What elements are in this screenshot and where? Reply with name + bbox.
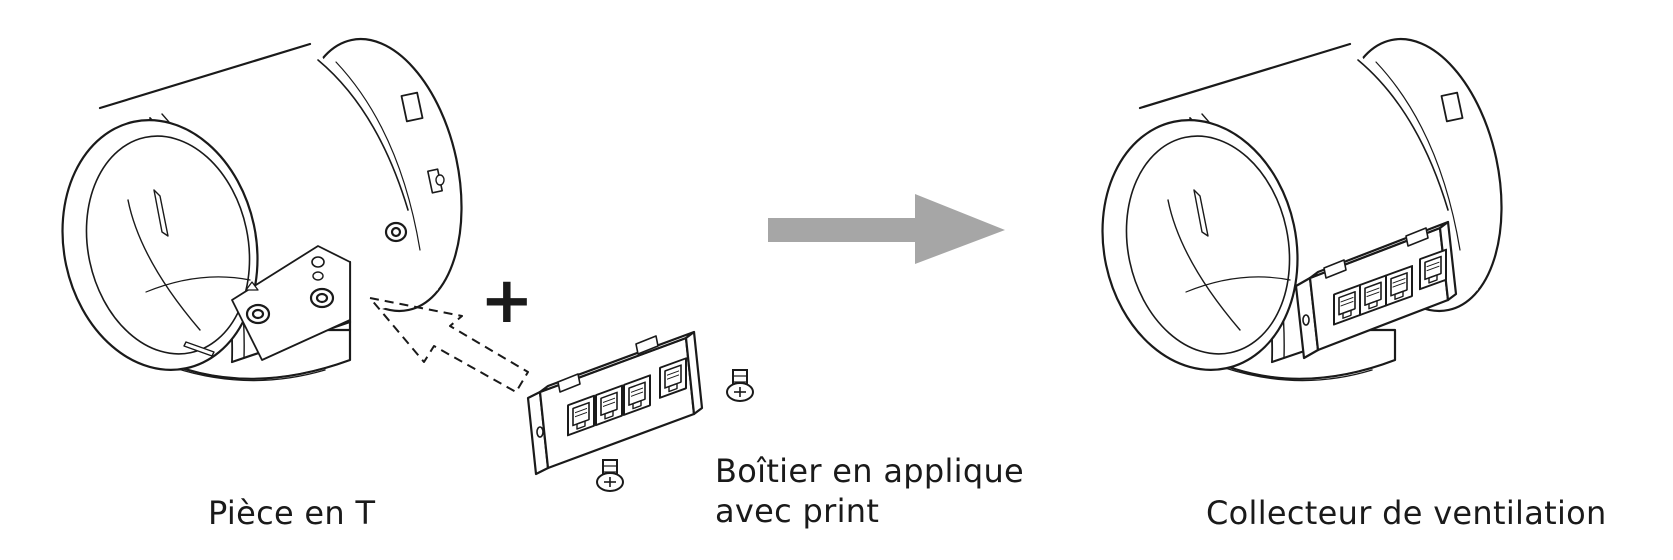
surface-box-label: Boîtier en applique avec print (715, 451, 1024, 531)
screw-1 (726, 369, 754, 402)
collector-label-text: Collecteur de ventilation (1206, 494, 1607, 532)
plus-symbol: + (480, 264, 534, 338)
surface-mounted-box-illustration (526, 330, 704, 476)
result-arrow (768, 194, 1005, 264)
screw-2 (596, 459, 624, 492)
tee-piece-label: Pièce en T (208, 493, 375, 533)
surface-box-label-line2: avec print (715, 492, 880, 530)
insertion-arrow-dashed (369, 297, 529, 393)
tee-piece-illustration (61, 37, 463, 382)
surface-box-label-line1: Boîtier en applique (715, 452, 1025, 490)
tee-piece-label-text: Pièce en T (208, 494, 376, 532)
ventilation-collector-illustration (1101, 37, 1503, 382)
collector-label: Collecteur de ventilation (1206, 493, 1607, 533)
